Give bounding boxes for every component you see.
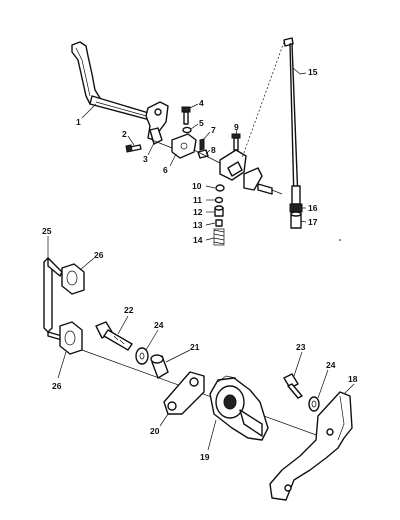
clip-part-26-upper [61, 263, 85, 295]
callout-13: 13 [193, 220, 203, 230]
spring-part-14 [213, 228, 225, 246]
callout-5: 5 [199, 118, 204, 128]
shoulder-bolt-part-22 [95, 321, 133, 351]
nut-part-13 [215, 219, 223, 227]
cam-housing-part-19 [209, 375, 269, 441]
linkage-arm [243, 167, 283, 195]
rod-part-15 [283, 37, 301, 205]
nut-part-16 [289, 203, 303, 213]
washer-part-5 [182, 126, 192, 134]
callout-6: 6 [163, 165, 168, 175]
mounting-bracket-part-18 [269, 391, 353, 501]
washer-part-24-right [308, 396, 320, 412]
callout-4: 4 [199, 98, 204, 108]
screw-part-9 [231, 133, 241, 151]
bracket-part-3 [145, 101, 169, 145]
bolt-part-23 [283, 373, 303, 399]
screw-part-2 [125, 144, 142, 153]
clip-part-26-lower [59, 321, 83, 355]
bushing-part-12 [214, 205, 224, 217]
callout-labels: 1 2 3 4 5 6 7 8 9 10 11 12 13 14 15 16 1… [42, 67, 358, 462]
callout-10: 10 [192, 181, 202, 191]
leader-lines [47, 72, 355, 451]
callout-15: 15 [308, 67, 318, 77]
callout-7: 7 [211, 125, 216, 135]
stray-mark [339, 239, 341, 241]
callout-8: 8 [211, 145, 216, 155]
callout-25: 25 [42, 226, 52, 236]
lever-plate-part-20 [163, 371, 205, 415]
spacer-part-10 [215, 184, 225, 192]
nut-part-8 [197, 149, 209, 159]
callout-1: 1 [76, 117, 81, 127]
swivel-block-part-6 [151, 133, 197, 159]
callout-18: 18 [348, 374, 358, 384]
callout-22: 22 [124, 305, 134, 315]
callout-14: 14 [193, 235, 203, 245]
callout-9: 9 [234, 122, 239, 132]
callout-26-lower: 26 [52, 381, 62, 391]
callout-26-upper: 26 [94, 250, 104, 260]
callout-12: 12 [193, 207, 203, 217]
callout-24-right: 24 [326, 360, 336, 370]
sleeve-part-17 [290, 211, 302, 229]
callout-23: 23 [296, 342, 306, 352]
callout-11: 11 [193, 195, 202, 205]
callout-17: 17 [308, 217, 318, 227]
callout-2: 2 [122, 129, 127, 139]
bolt-part-4 [181, 106, 191, 125]
callout-21: 21 [190, 342, 200, 352]
callout-20: 20 [150, 426, 160, 436]
washer-part-24-left [135, 347, 149, 365]
callout-24-left: 24 [154, 320, 164, 330]
callout-16: 16 [308, 203, 318, 213]
callout-19: 19 [200, 452, 210, 462]
washer-part-11 [214, 196, 224, 204]
throttle-lever-part-1 [71, 41, 153, 121]
throttle-link-block [219, 149, 247, 181]
pin-part-7 [199, 138, 205, 151]
callout-3: 3 [143, 154, 148, 164]
bushing-part-21 [150, 354, 169, 379]
